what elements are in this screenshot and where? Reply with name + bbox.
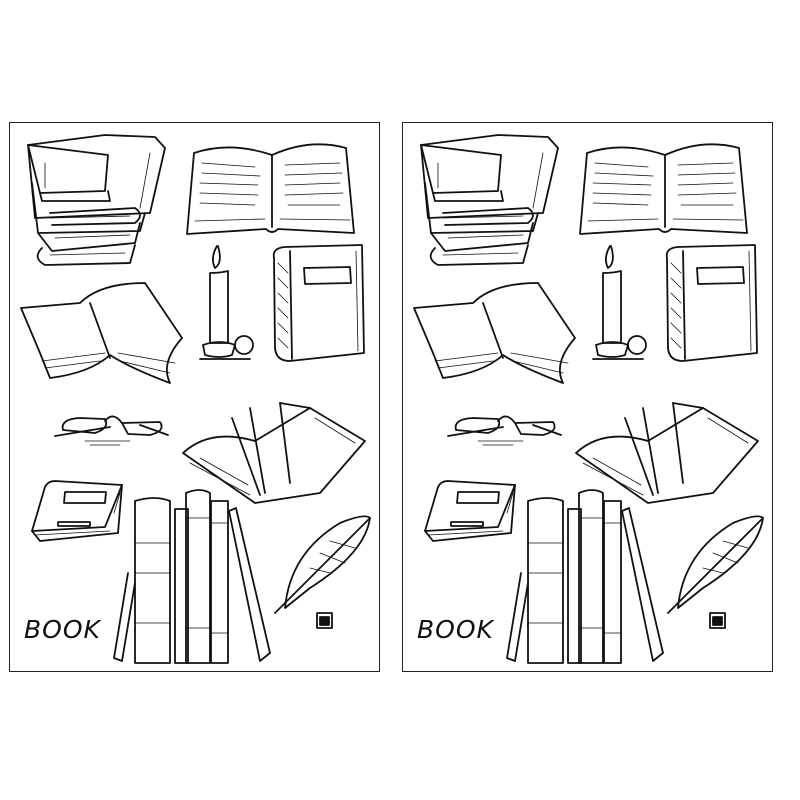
book-illustrations: [20, 134, 371, 664]
stamp-sheet-left: BOOK: [9, 122, 380, 672]
book-label: BOOK: [24, 615, 101, 644]
book-illustrations: [413, 134, 764, 664]
stamp-sheet-right: BOOK: [402, 122, 773, 672]
book-label: BOOK: [417, 615, 494, 644]
